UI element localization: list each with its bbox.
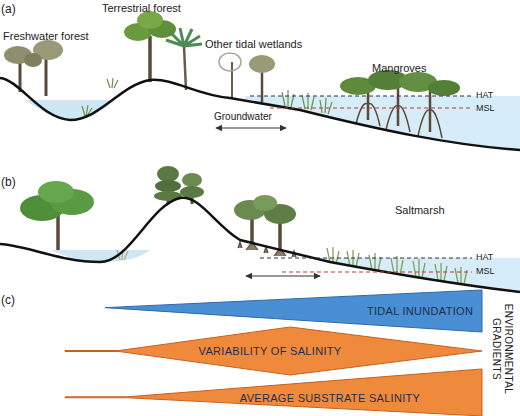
tree-canopy <box>155 180 181 192</box>
tree-trunk <box>56 212 60 250</box>
panel-b <box>0 166 520 292</box>
shape-fill <box>105 290 482 332</box>
ground-profile <box>0 78 520 150</box>
shape-fill <box>65 369 482 416</box>
gradient-wedge: AVERAGE SUBSTRATE SALINITY <box>65 368 482 416</box>
gradient-diamond: VARIABILITY OF SALINITY <box>65 326 482 376</box>
panel-a <box>0 11 520 150</box>
freshwater-pool <box>25 100 115 120</box>
msl-line <box>282 272 472 273</box>
mangrove-canopy <box>428 80 460 96</box>
gradient-wedge: TIDAL INUNDATION <box>105 290 482 332</box>
hat-line <box>260 258 472 259</box>
habitat-label: Saltmarsh <box>395 204 445 216</box>
cypress-knees <box>238 242 296 257</box>
tree-trunk <box>45 54 48 96</box>
tidal-water <box>245 96 520 150</box>
gradient-label: TIDAL INUNDATION <box>367 305 473 317</box>
grass-tuft <box>282 90 332 114</box>
habitat-label: Terrestrial forest <box>102 2 181 14</box>
shape-fill <box>65 327 482 375</box>
groundwater-arrow <box>246 275 320 276</box>
tide-level-label: HAT <box>476 252 493 262</box>
tree-canopy <box>182 173 202 187</box>
groundwater-label: Groundwater <box>214 111 272 122</box>
gradient-label: AVERAGE SUBSTRATE SALINITY <box>240 392 420 404</box>
palm-fronds <box>166 28 202 46</box>
habitat-label: Freshwater forest <box>3 30 89 42</box>
tree-canopy <box>249 55 275 73</box>
tree-trunk <box>231 62 233 98</box>
panel-letter: (a) <box>1 2 16 16</box>
tree-canopy <box>38 181 74 203</box>
grass-tuft <box>107 78 118 88</box>
gradient-label: VARIABILITY OF SALINITY <box>199 345 342 357</box>
hat-line <box>250 96 472 97</box>
panel-letter: (b) <box>1 175 16 189</box>
tree-canopy <box>253 195 277 211</box>
ground-profile <box>0 198 520 292</box>
axis-title: ENVIRONMENTAL GRADIENTS <box>490 289 514 409</box>
tide-level-label: HAT <box>476 90 493 100</box>
tide-level-label: MSL <box>476 103 495 113</box>
tree-canopy <box>180 186 204 198</box>
msl-line <box>270 108 472 109</box>
tree-trunk <box>397 84 400 126</box>
palm-trunk <box>184 46 186 90</box>
sparse-canopy <box>219 53 241 71</box>
freshwater-pool <box>50 250 150 262</box>
groundwater-arrow <box>216 127 286 128</box>
habitat-label: Mangroves <box>372 62 426 74</box>
panel-letter: (c) <box>1 293 15 307</box>
tree-canopy <box>24 53 42 67</box>
tree-canopy <box>157 166 179 182</box>
tree-trunk <box>148 36 152 82</box>
habitat-label: Other tidal wetlands <box>205 38 302 50</box>
tide-level-label: MSL <box>476 266 495 276</box>
